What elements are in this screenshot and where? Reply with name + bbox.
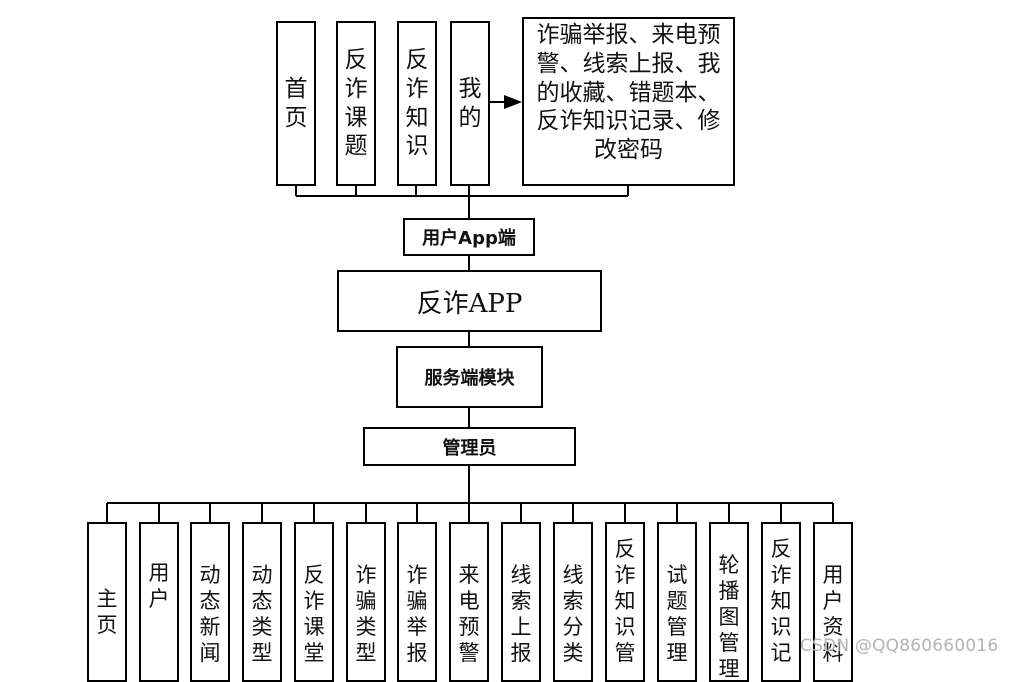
nav-label-home: 首 页: [284, 75, 308, 131]
nav-label-fraud-knowledge: 反 诈 知 识: [405, 47, 429, 160]
admin-module-box: 动 态 类 型: [242, 522, 282, 682]
admin-module-box: 线 索 上 报: [501, 522, 541, 682]
mine-features-text: 诈骗举报、来电预警、线索上报、我的收藏、错题本、反诈知识记录、修改密码: [536, 22, 721, 163]
admin-module-box: 反 诈 知 识 记: [761, 522, 801, 682]
arrow-head: [504, 95, 522, 109]
server-module-box: 服务端模块: [396, 346, 543, 408]
user-app-client-label: 用户App端: [422, 228, 516, 249]
admin-box: 管理员: [363, 427, 576, 466]
admin-module-box: 动 态 新 闻: [190, 522, 230, 682]
nav-label-mine: 我 的: [458, 75, 482, 131]
app-box: 反诈APP: [337, 270, 602, 332]
nav-box-home: 首 页: [276, 21, 316, 186]
nav-box-fraud-knowledge: 反 诈 知 识: [397, 21, 437, 186]
admin-module-label: 反 诈 知 识 记: [770, 537, 792, 666]
admin-module-box: 用 户 资 料: [813, 522, 853, 682]
admin-module-box: 主 页: [87, 522, 127, 682]
admin-module-label: 反 诈 课 堂: [303, 563, 325, 666]
admin-module-label: 反 诈 知 识 管: [614, 537, 636, 666]
app-name: 反诈APP: [416, 288, 523, 319]
admin-module-label: 试 题 管 理: [666, 563, 688, 666]
admin-module-box: 诈 骗 类 型: [346, 522, 386, 682]
admin-module-box: 用 户: [139, 522, 179, 682]
admin-module-box: 反 诈 课 堂: [294, 522, 334, 682]
mine-features-box: 诈骗举报、来电预警、线索上报、我的收藏、错题本、反诈知识记录、修改密码: [522, 17, 735, 186]
admin-module-label: 线 索 上 报: [510, 563, 532, 666]
admin-module-box: 反 诈 知 识 管: [605, 522, 645, 682]
nav-box-mine: 我 的: [450, 21, 490, 186]
admin-module-box: 诈 骗 举 报: [397, 522, 437, 682]
admin-module-box: 轮 播 图 管 理: [709, 522, 749, 682]
nav-label-fraud-course: 反 诈 课 题: [344, 47, 368, 160]
admin-module-box: 来 电 预 警: [449, 522, 489, 682]
server-module-label: 服务端模块: [424, 368, 515, 389]
admin-module-box: 线 索 分 类: [553, 522, 593, 682]
csdn-watermark: CSDN @QQ860660016: [800, 636, 999, 656]
user-app-client-box: 用户App端: [403, 218, 535, 256]
admin-module-label: 用 户: [148, 561, 170, 612]
admin-module-label: 动 态 新 闻: [199, 563, 221, 666]
admin-module-box: 试 题 管 理: [657, 522, 697, 682]
connector-lines: [106, 95, 834, 522]
admin-module-label: 轮 播 图 管 理: [718, 553, 740, 682]
admin-label: 管理员: [442, 437, 497, 459]
admin-module-label: 线 索 分 类: [562, 563, 584, 666]
admin-module-label: 动 态 类 型: [251, 563, 273, 666]
admin-module-label: 主 页: [96, 587, 118, 638]
admin-module-label: 诈 骗 类 型: [355, 563, 377, 666]
nav-box-fraud-course: 反 诈 课 题: [336, 21, 376, 186]
admin-module-label: 来 电 预 警: [458, 563, 480, 666]
admin-module-label: 诈 骗 举 报: [406, 563, 428, 666]
admin-module-label: 用 户 资 料: [822, 563, 844, 666]
